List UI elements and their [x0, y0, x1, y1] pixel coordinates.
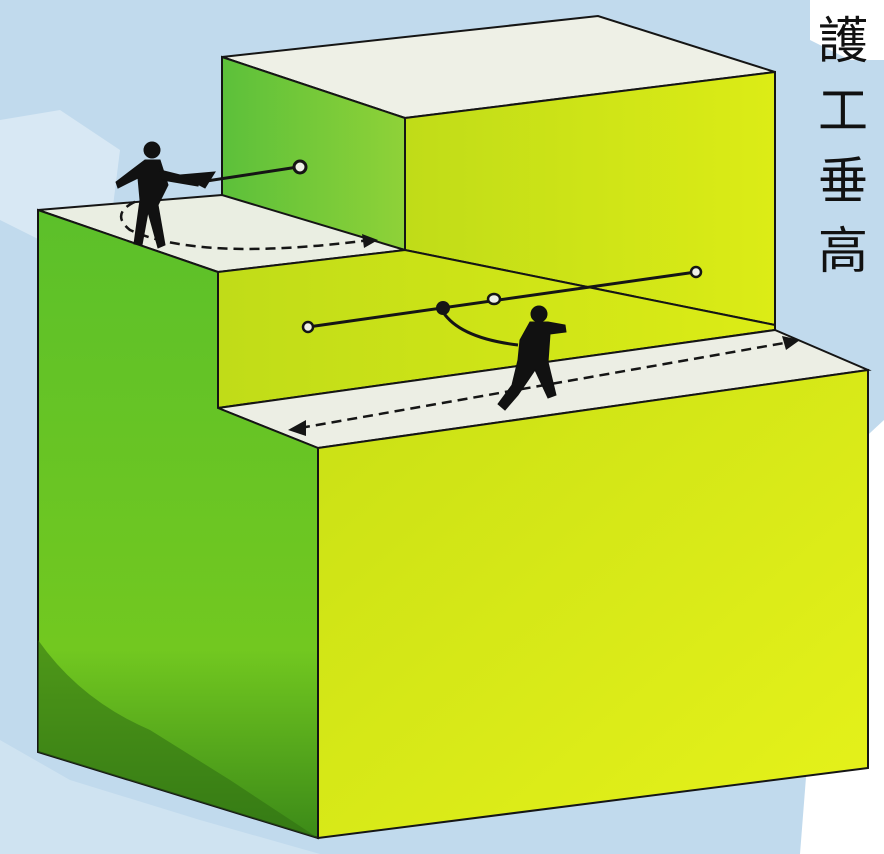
lifeline-end-anchor-left: [301, 320, 315, 334]
caption-char-2: 工: [818, 82, 868, 140]
side-caption: 護 工 垂 高: [818, 10, 884, 282]
worker-lower-ledge: [497, 305, 567, 411]
caption-char-3: 垂: [818, 152, 868, 210]
lifeline-cable-icon: [199, 165, 299, 184]
lower-walk-arrowhead-right: [782, 336, 800, 350]
lifeline-slider-clip: [486, 292, 502, 306]
lower-walk-arrowhead-left: [288, 420, 306, 436]
lifeline-end-anchor-right: [689, 265, 703, 279]
caption-char-1: 護: [818, 12, 868, 70]
left-face-shadow: [38, 640, 318, 838]
lanyard-to-worker: [441, 311, 519, 347]
sky-light-patch-bottom: [0, 740, 320, 854]
horizontal-lifeline: [307, 270, 697, 329]
walk-path-arrow-icon: [119, 194, 371, 251]
walk-path-arrowhead-upper: [362, 234, 378, 248]
caption-char-4: 高: [818, 222, 868, 280]
lifeline-slider-ring: [436, 301, 450, 315]
lower-block-front-face: [317, 368, 869, 840]
worker-upper-ledge: [115, 141, 216, 249]
anchor-point-icon: [292, 159, 308, 175]
